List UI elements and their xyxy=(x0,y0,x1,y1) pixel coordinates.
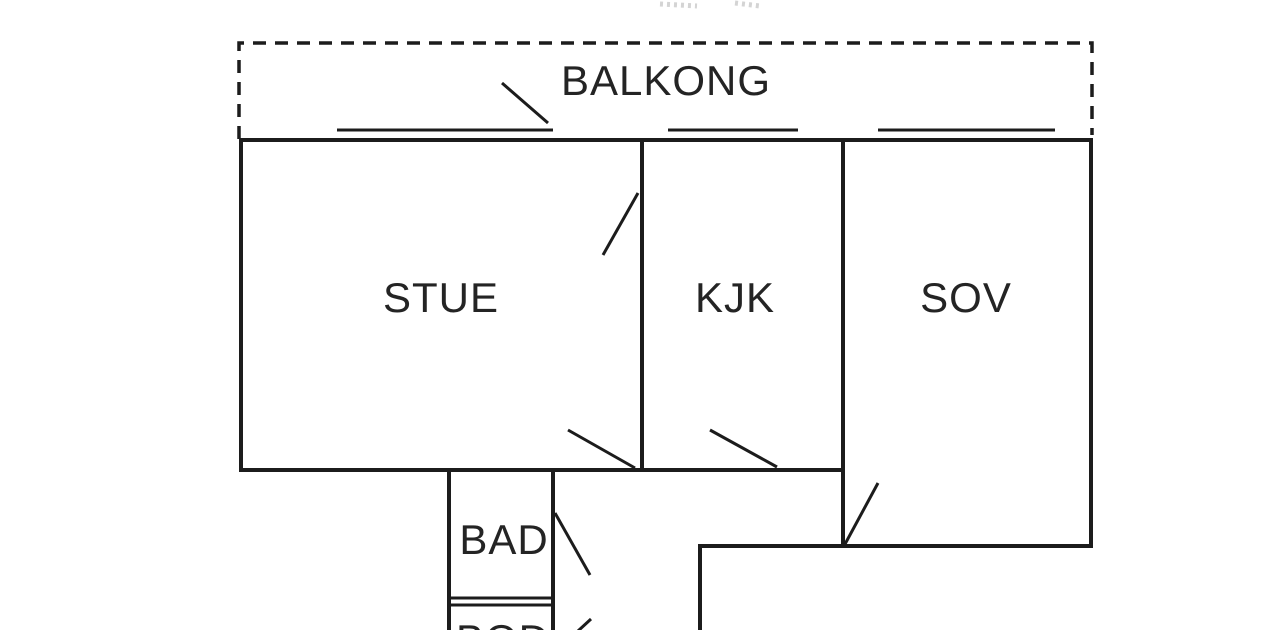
sov-door-swing xyxy=(842,482,880,547)
cropped-text-remnant-right xyxy=(734,0,761,9)
kjk-door-swing xyxy=(709,428,778,469)
room-label-bad: BAD xyxy=(459,516,549,563)
balcony-door-swing xyxy=(501,81,549,125)
bad-door-swing xyxy=(553,512,592,576)
stue-upper-door-swing xyxy=(601,192,640,256)
room-label-bod-partial: BOD xyxy=(456,619,550,630)
stue-lower-door-swing xyxy=(567,428,636,470)
bod-door-swing xyxy=(576,617,593,630)
room-label-stue: STUE xyxy=(382,274,500,321)
balcony-dashed-outline xyxy=(237,41,1094,139)
balcony-label: BALKONG xyxy=(560,57,772,104)
room-label-kjk: KJK xyxy=(694,274,776,321)
cropped-text-remnant-left xyxy=(659,1,698,9)
room-label-sov: SOV xyxy=(920,274,1012,321)
